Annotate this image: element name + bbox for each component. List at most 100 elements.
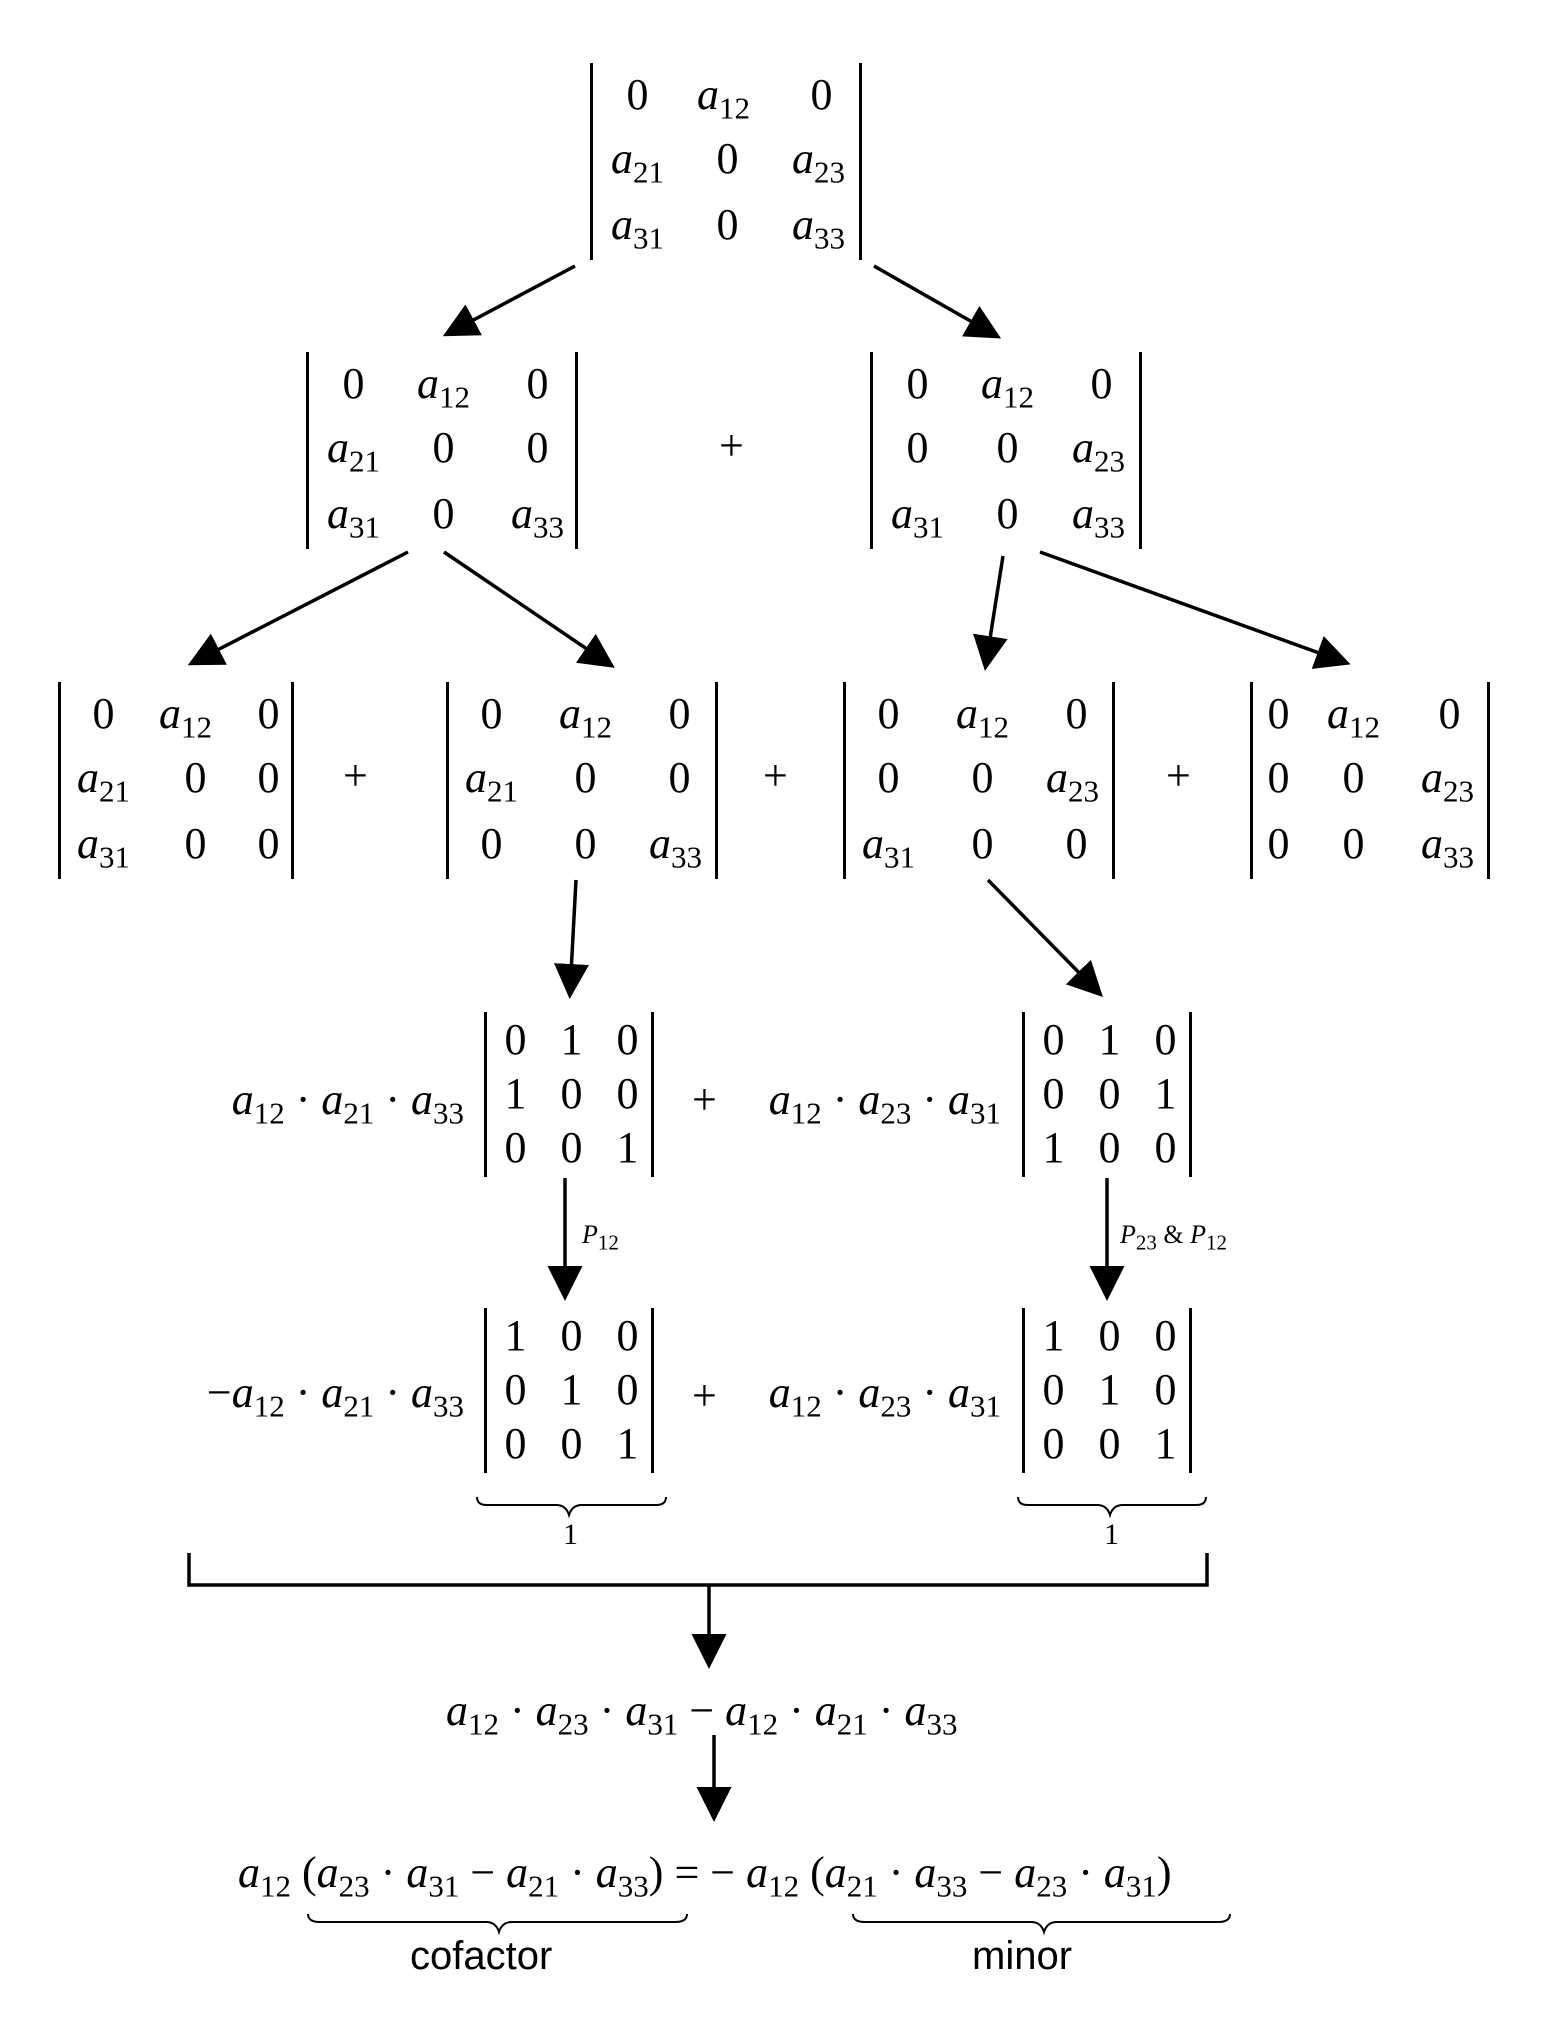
cell-zero: 0: [504, 1419, 527, 1468]
underbrace-value-right: 1: [1104, 1518, 1119, 1551]
cell-zero: 0: [1098, 1123, 1121, 1172]
cell-a12: a12: [159, 689, 212, 745]
cell-a21: a21: [77, 753, 130, 809]
plus-sign: +: [343, 751, 368, 800]
permutation-label-p23-p12: P23 & P12: [1120, 1220, 1228, 1255]
cell-zero: 0: [971, 819, 994, 868]
cell-zero: 0: [996, 489, 1019, 538]
cell-zero: 0: [877, 689, 900, 738]
cell-one: 1: [1098, 1365, 1121, 1414]
cell-zero: 0: [184, 753, 207, 802]
cell-zero: 0: [526, 423, 549, 472]
cell-zero: 0: [1090, 359, 1113, 408]
underbrace-left-identity: [476, 1496, 667, 1519]
level3-determinant-d: 0 a12 0 0 0 a23 0 0 a33: [1250, 682, 1490, 879]
cell-a23: a23: [1421, 753, 1474, 809]
identity-matrix-right: 1 0 0 0 1 0 0 0 1: [1022, 1308, 1192, 1473]
cell-zero: 0: [560, 1311, 583, 1360]
plus-sign: +: [719, 421, 744, 470]
root-determinant: 0 a12 0 a21 0 a23 a31 0 a33: [590, 63, 862, 260]
cell-zero: 0: [1154, 1015, 1177, 1064]
arrow-left-to-a: [187, 550, 409, 666]
cell-one: 1: [1098, 1015, 1121, 1064]
cell-zero: 0: [504, 1123, 527, 1172]
cofactor-label: cofactor: [410, 1934, 553, 1978]
cell-zero: 0: [1267, 689, 1290, 738]
cell-one: 1: [616, 1123, 639, 1172]
cell-zero: 0: [626, 70, 649, 119]
minor-label: minor: [972, 1934, 1073, 1978]
cell-zero: 0: [1098, 1311, 1121, 1360]
cell-one: 1: [504, 1311, 527, 1360]
cell-zero: 0: [906, 359, 929, 408]
cell-zero: 0: [526, 359, 549, 408]
cell-zero: 0: [560, 1419, 583, 1468]
arrow-right-to-c: [973, 555, 1008, 671]
cell-zero: 0: [1042, 1069, 1065, 1118]
cell-a12: a12: [559, 689, 612, 745]
arrow-root-to-left: [442, 264, 576, 337]
coefficient-a12-a23-a31: a12 · a23 · a31: [768, 1368, 1001, 1424]
cell-zero: 0: [1154, 1365, 1177, 1414]
cell-zero: 0: [616, 1311, 639, 1360]
cell-zero: 0: [1342, 753, 1365, 802]
cell-a31: a31: [862, 819, 915, 875]
cell-zero: 0: [716, 200, 739, 249]
level3-determinant-a: 0 a12 0 a21 0 0 a31 0 0: [58, 682, 294, 879]
cell-one: 1: [560, 1365, 583, 1414]
cell-zero: 0: [432, 423, 455, 472]
cell-zero: 0: [616, 1069, 639, 1118]
cell-a21: a21: [327, 423, 380, 479]
merge-bracket: [187, 1553, 1209, 1587]
cell-one: 1: [1154, 1069, 1177, 1118]
cell-zero: 0: [1438, 689, 1461, 738]
combined-sum-expression: a12 · a23 · a31 − a12 · a21 · a33: [446, 1686, 958, 1742]
permutation-matrix-right: 0 1 0 0 0 1 1 0 0: [1022, 1012, 1192, 1177]
plus-sign: +: [1166, 751, 1191, 800]
cell-a33: a33: [792, 200, 845, 256]
cell-a12: a12: [981, 359, 1034, 415]
cell-zero: 0: [257, 689, 280, 738]
arrow-c-to-right-product: [986, 878, 1103, 997]
underbrace-right-identity: [1017, 1496, 1207, 1519]
cell-zero: 0: [1342, 819, 1365, 868]
underbrace-minor: [852, 1913, 1231, 1936]
cell-zero: 0: [574, 753, 597, 802]
cell-zero: 0: [184, 819, 207, 868]
cell-zero: 0: [504, 1015, 527, 1064]
cell-a31: a31: [77, 819, 130, 875]
cell-a31: a31: [891, 489, 944, 545]
cell-zero: 0: [1098, 1419, 1121, 1468]
cell-zero: 0: [616, 1015, 639, 1064]
cell-a12: a12: [956, 689, 1009, 745]
cell-a12: a12: [417, 359, 470, 415]
coefficient-a12-a23-a31: a12 · a23 · a31: [768, 1075, 1001, 1131]
plus-sign: +: [763, 751, 788, 800]
cell-a21: a21: [611, 134, 664, 190]
cell-zero: 0: [257, 819, 280, 868]
cell-zero: 0: [574, 819, 597, 868]
cell-a12: a12: [1327, 689, 1380, 745]
plus-sign: +: [692, 1075, 717, 1124]
cell-zero: 0: [616, 1365, 639, 1414]
cell-zero: 0: [480, 819, 503, 868]
level3-determinant-c: 0 a12 0 0 0 a23 a31 0 0: [843, 682, 1115, 879]
cell-zero: 0: [560, 1069, 583, 1118]
cell-one: 1: [616, 1419, 639, 1468]
plus-sign: +: [692, 1371, 717, 1420]
cell-a12: a12: [697, 70, 750, 126]
cell-zero: 0: [1267, 753, 1290, 802]
cell-zero: 0: [1042, 1015, 1065, 1064]
cell-zero: 0: [1065, 819, 1088, 868]
cell-a21: a21: [465, 753, 518, 809]
coefficient-a12-a21-a33: a12 · a21 · a33: [231, 1075, 464, 1131]
underbrace-cofactor: [307, 1913, 688, 1936]
cell-a23: a23: [792, 134, 845, 190]
cell-zero: 0: [906, 423, 929, 472]
level2-right-determinant: 0 a12 0 0 0 a23 a31 0 a33: [870, 352, 1142, 549]
cell-zero: 0: [504, 1365, 527, 1414]
cell-zero: 0: [668, 753, 691, 802]
arrow-root-to-right: [873, 264, 1002, 339]
coefficient-neg-a12-a21-a33: −a12 · a21 · a33: [206, 1368, 464, 1424]
